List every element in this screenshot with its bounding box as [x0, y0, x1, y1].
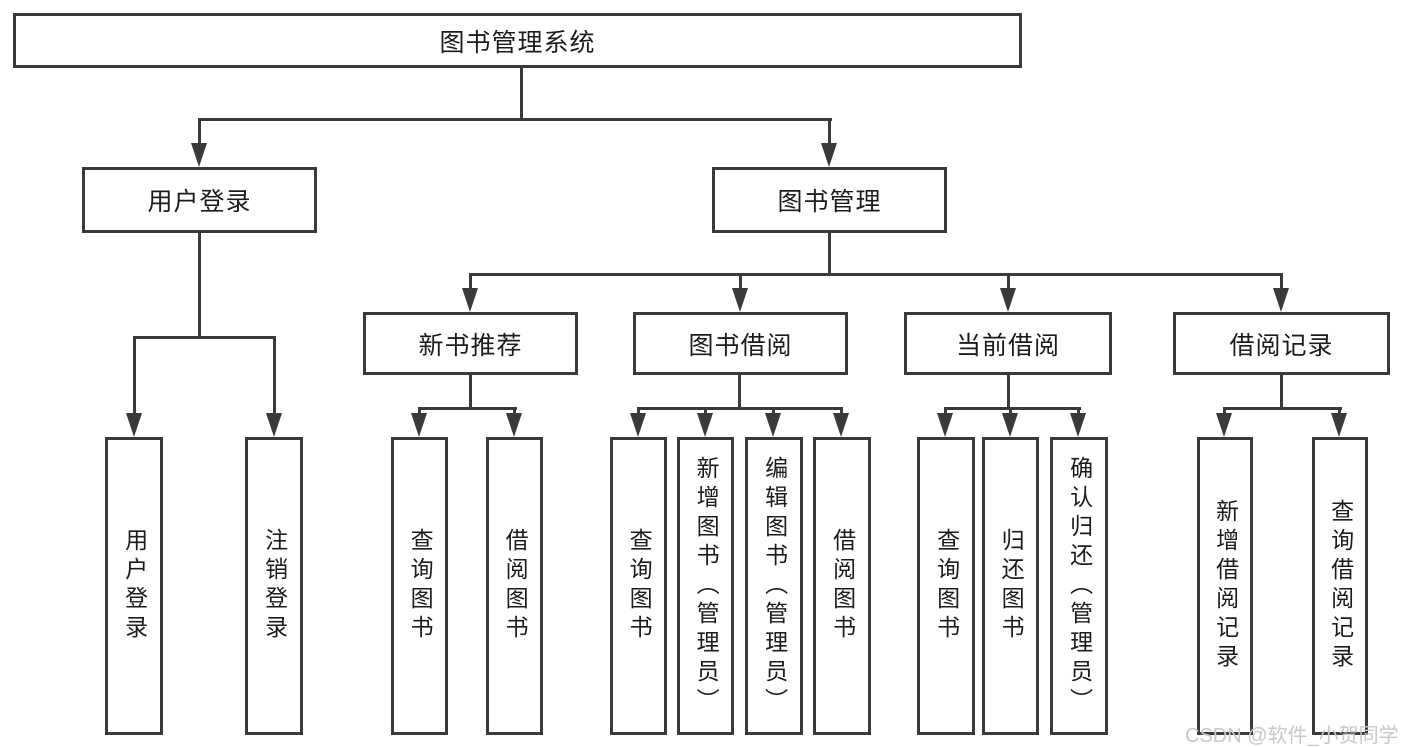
connector-line: [944, 407, 947, 416]
connector-line: [1223, 407, 1342, 410]
leaf-label: 借阅图书: [829, 528, 856, 644]
connector-line: [469, 373, 472, 409]
connector-line: [738, 373, 741, 409]
leaf-user-login: 用户登录: [105, 437, 163, 735]
leaf-confirm-return-admin: 确认归还（管理员）: [1050, 437, 1108, 735]
leaf-add-book-admin: 新增图书（管理员）: [677, 437, 734, 735]
connector-line: [198, 231, 201, 338]
connector-line: [1223, 407, 1226, 416]
connector-line: [840, 407, 843, 416]
connector-line: [739, 273, 742, 291]
leaf-label: 归还图书: [998, 528, 1025, 644]
connector-line: [1007, 273, 1010, 291]
arrowhead-icon: [1002, 413, 1018, 437]
leaf-label: 确认归还（管理员）: [1066, 455, 1093, 717]
arrowhead-icon: [821, 143, 837, 167]
node-book-borrowing: 图书借阅: [633, 312, 848, 375]
leaf-logout: 注销登录: [245, 437, 303, 735]
connector-line: [1280, 273, 1283, 291]
connector-line: [513, 407, 516, 416]
leaf-label: 查询借阅记录: [1327, 499, 1354, 673]
leaf-edit-book-admin: 编辑图书（管理员）: [745, 437, 803, 735]
connector-line: [772, 407, 775, 416]
connector-line: [469, 273, 1283, 276]
leaf-query-borrow-record: 查询借阅记录: [1312, 437, 1368, 735]
node-root: 图书管理系统: [13, 13, 1022, 68]
connector-line: [418, 407, 421, 416]
connector-line: [198, 118, 832, 121]
node-borrowing-records: 借阅记录: [1173, 312, 1390, 375]
connector-line: [637, 407, 640, 416]
leaf-query-books-borrowing: 查询图书: [610, 437, 667, 735]
connector-line: [1077, 407, 1080, 416]
leaf-label: 借阅图书: [502, 528, 529, 644]
arrowhead-icon: [462, 288, 478, 312]
connector-line: [418, 407, 517, 410]
connector-line: [469, 273, 472, 291]
connector-line: [273, 336, 276, 417]
arrowhead-icon: [1216, 413, 1232, 437]
leaf-label: 用户登录: [121, 528, 148, 644]
connector-line: [637, 407, 843, 410]
arrowhead-icon: [732, 288, 748, 312]
arrowhead-icon: [1000, 288, 1016, 312]
leaf-label: 查询图书: [407, 528, 434, 644]
arrowhead-icon: [191, 143, 207, 167]
leaf-label: 注销登录: [261, 528, 288, 644]
node-new-book-recommend: 新书推荐: [363, 312, 578, 375]
connector-line: [133, 336, 276, 339]
arrowhead-icon: [411, 413, 427, 437]
arrowhead-icon: [126, 413, 142, 437]
leaf-return-books: 归还图书: [982, 437, 1039, 735]
leaf-label: 新增借阅记录: [1212, 499, 1239, 673]
arrowhead-icon: [1070, 413, 1086, 437]
connector-line: [704, 407, 707, 416]
connector-line: [520, 66, 523, 120]
arrowhead-icon: [1273, 288, 1289, 312]
leaf-label: 编辑图书（管理员）: [761, 455, 788, 717]
arrowhead-icon: [630, 413, 646, 437]
watermark: CSDN @软件_小贺同学: [1185, 725, 1399, 747]
arrowhead-icon: [937, 413, 953, 437]
leaf-label: 查询图书: [933, 528, 960, 644]
leaf-query-books-current: 查询图书: [917, 437, 975, 735]
connector-line: [944, 407, 1081, 410]
connector-line: [1007, 373, 1010, 409]
connector-line: [198, 118, 201, 146]
connector-line: [828, 118, 831, 146]
leaf-borrow-books-recommend: 借阅图书: [486, 437, 543, 735]
node-book-management: 图书管理: [712, 167, 947, 233]
arrowhead-icon: [765, 413, 781, 437]
connector-line: [133, 336, 136, 417]
node-user-login: 用户登录: [82, 167, 317, 233]
arrowhead-icon: [506, 413, 522, 437]
connector-line: [1280, 373, 1283, 409]
connector-line: [1338, 407, 1341, 416]
leaf-label: 查询图书: [626, 528, 653, 644]
leaf-borrow-books-borrowing: 借阅图书: [813, 437, 871, 735]
connector-line: [1009, 407, 1012, 416]
arrowhead-icon: [266, 413, 282, 437]
arrowhead-icon: [697, 413, 713, 437]
arrowhead-icon: [833, 413, 849, 437]
node-current-borrowing: 当前借阅: [904, 312, 1112, 375]
connector-line: [828, 231, 831, 275]
leaf-query-books-recommend: 查询图书: [391, 437, 448, 735]
arrowhead-icon: [1331, 413, 1347, 437]
leaf-add-borrow-record: 新增借阅记录: [1197, 437, 1253, 735]
leaf-label: 新增图书（管理员）: [693, 455, 720, 717]
